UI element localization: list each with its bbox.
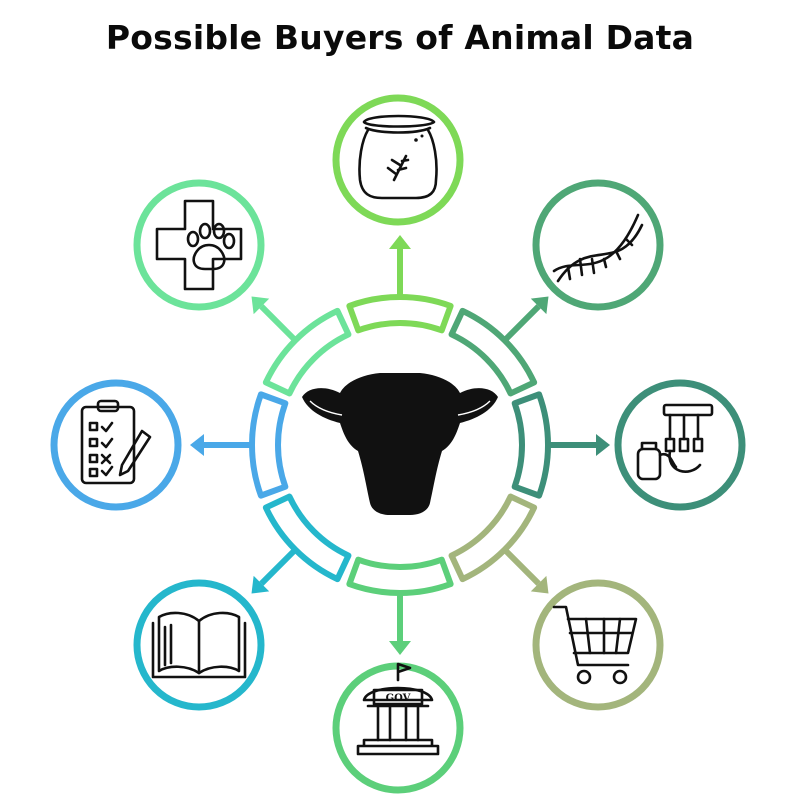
checklist-clipboard-icon — [80, 399, 152, 485]
buyer-circle-government-building — [332, 662, 464, 794]
buyer-circle-veterinary-cross-paw — [133, 179, 265, 311]
ring-segment — [448, 307, 538, 397]
ring-segment — [346, 294, 454, 334]
arrow-head — [251, 575, 270, 594]
milking-equipment-icon — [636, 403, 714, 481]
cow-head-icon — [302, 373, 498, 515]
page-title: Possible Buyers of Animal Data — [105, 18, 695, 57]
arrow-head — [190, 434, 204, 456]
government-building-icon: GOV — [356, 662, 440, 756]
arrow-head — [251, 296, 270, 315]
arrow-head — [389, 235, 411, 249]
arrow-shaft — [259, 548, 297, 586]
government-sign: GOV — [386, 693, 411, 704]
ring-segment — [511, 391, 551, 499]
arrow-head — [530, 296, 549, 315]
ring-segment — [448, 493, 538, 583]
shopping-cart-icon — [552, 605, 638, 685]
ring-segment — [262, 493, 352, 583]
arrow-shaft — [503, 304, 541, 342]
arrow-head — [596, 434, 610, 456]
buyer-circle-checklist-clipboard — [50, 379, 182, 511]
veterinary-cross-paw-icon — [155, 199, 243, 291]
arrow-shaft — [259, 304, 297, 342]
arrow-head — [530, 575, 549, 594]
animal-feed-sack-icon — [358, 114, 438, 200]
ring-segment — [249, 391, 289, 499]
dna-genetics-icon — [552, 213, 644, 283]
arrow-shaft — [503, 548, 541, 586]
buyer-circle-dna-genetics — [532, 179, 664, 311]
segmented-ring — [190, 235, 610, 655]
buyer-circle-shopping-cart — [532, 579, 664, 711]
ring-segment — [262, 307, 352, 397]
arrow-head — [389, 641, 411, 655]
ring-segment — [346, 556, 454, 596]
open-book-icon — [151, 611, 247, 679]
